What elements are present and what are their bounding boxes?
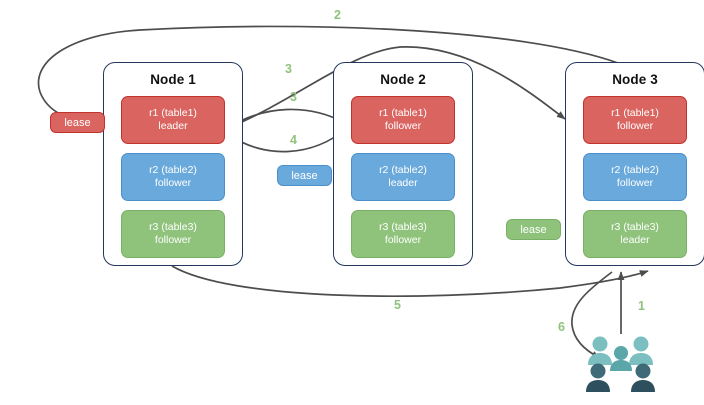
replica-line2: leader (388, 177, 418, 189)
node-3-replica-r2[interactable]: r2 (table2) follower (583, 153, 687, 201)
step-label-5: 5 (394, 298, 401, 312)
lease-badge-green[interactable]: lease (506, 219, 561, 240)
replica-line1: r2 (table2) (379, 164, 427, 176)
node-3-container[interactable]: Node 3 r1 (table1) follower r2 (table2) … (565, 62, 704, 266)
node-3-replica-r1[interactable]: r1 (table1) follower (583, 96, 687, 144)
node-2-replica-r1[interactable]: r1 (table1) follower (351, 96, 455, 144)
replica-line2: follower (616, 120, 654, 132)
node-1-replica-r1[interactable]: r1 (table1) leader (121, 96, 225, 144)
node-1-title: Node 1 (150, 72, 196, 87)
replica-line1: r1 (table1) (149, 107, 197, 119)
node-1-replica-r3[interactable]: r3 (table3) follower (121, 210, 225, 258)
replica-line1: r2 (table2) (611, 164, 659, 176)
node-3-title: Node 3 (612, 72, 658, 87)
step-label-1: 1 (638, 299, 645, 313)
node-2-container[interactable]: Node 2 r1 (table1) follower r2 (table2) … (333, 62, 473, 266)
replica-line1: r2 (table2) (149, 164, 197, 176)
edge-step-5 (171, 265, 649, 297)
replica-line2: leader (620, 234, 650, 246)
node-3-replica-r3[interactable]: r3 (table3) leader (583, 210, 687, 258)
edge-step-3-to-node2 (225, 108, 346, 130)
node-1-container[interactable]: Node 1 r1 (table1) leader r2 (table2) fo… (103, 62, 243, 266)
replica-line1: r3 (table3) (611, 221, 659, 233)
step-label-6: 6 (558, 320, 565, 334)
replica-line2: follower (154, 177, 192, 189)
node-2-replica-r3[interactable]: r3 (table3) follower (351, 210, 455, 258)
replica-line1: r3 (table3) (149, 221, 197, 233)
replica-line2: follower (154, 234, 192, 246)
step-label-3a: 3 (285, 62, 292, 76)
node-2-title: Node 2 (380, 72, 426, 87)
lease-badge-blue[interactable]: lease (277, 165, 332, 186)
replica-line2: follower (384, 234, 422, 246)
node-2-replica-r2[interactable]: r2 (table2) leader (351, 153, 455, 201)
step-label-2: 2 (334, 8, 341, 22)
replica-line1: r3 (table3) (379, 221, 427, 233)
lease-badge-red[interactable]: lease (50, 112, 105, 133)
users-icon (586, 336, 655, 392)
replica-line1: r1 (table1) (611, 107, 659, 119)
replica-line2: follower (616, 177, 654, 189)
replica-line1: r1 (table1) (379, 107, 427, 119)
replica-line2: follower (384, 120, 422, 132)
step-label-4: 4 (290, 133, 297, 147)
replica-line2: leader (158, 120, 188, 132)
step-label-3b: 3 (290, 90, 297, 104)
edge-step-4 (230, 127, 348, 153)
node-1-replica-r2[interactable]: r2 (table2) follower (121, 153, 225, 201)
